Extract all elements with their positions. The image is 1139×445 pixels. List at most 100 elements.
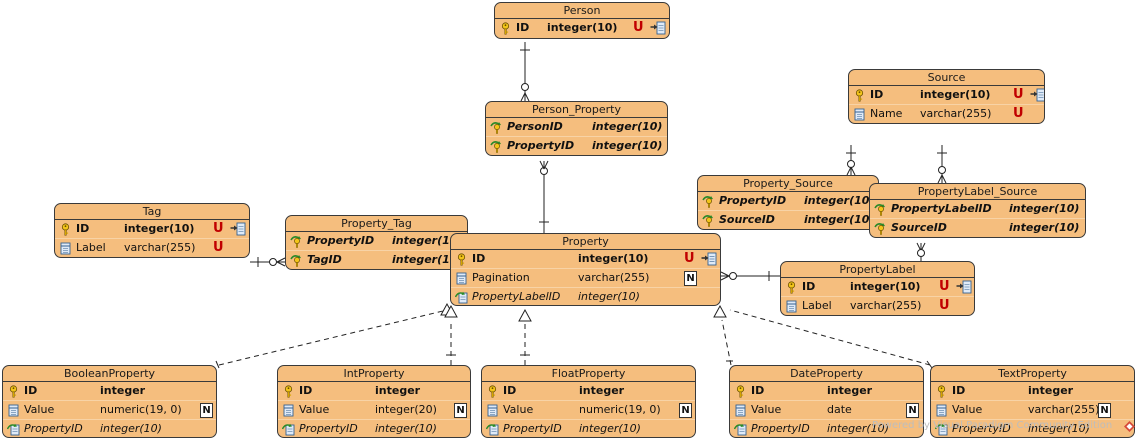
column-name: PropertyID <box>503 422 562 435</box>
column-icon <box>786 300 797 313</box>
relationship-line <box>539 160 545 170</box>
column-type: integer <box>1028 384 1074 397</box>
foreign-key-column-icon <box>7 423 20 436</box>
column-type: date <box>827 403 852 416</box>
column-type: varchar(255) <box>578 271 650 284</box>
foreign-key-column-icon <box>282 423 295 436</box>
nullable-badge: N <box>200 401 213 419</box>
relationship-line <box>543 160 549 170</box>
inheritance-arrow <box>518 308 532 322</box>
entity-title: Property_Source <box>698 176 878 192</box>
column-row[interactable]: ID integer <box>3 382 216 400</box>
column-type: numeric(19, 0) <box>100 403 182 416</box>
column-name: Label <box>802 299 832 312</box>
column-type: varchar(255) <box>850 299 922 312</box>
index-icon <box>650 21 666 35</box>
column-name: TagID <box>307 253 342 266</box>
column-row[interactable]: ID integer <box>730 382 923 400</box>
entity-title: PropertyLabel <box>781 262 974 278</box>
zero-marker <box>917 249 925 257</box>
column-row[interactable]: SourceID integer(10) <box>698 210 878 229</box>
relationship-line <box>276 261 286 267</box>
column-icon <box>936 404 947 417</box>
column-type: integer <box>100 384 146 397</box>
column-type: integer(10) <box>578 252 649 265</box>
relationship-line <box>276 257 286 263</box>
column-name: ID <box>751 384 765 397</box>
foreign-primary-key-icon <box>290 236 301 248</box>
column-name: Value <box>952 403 983 416</box>
column-icon <box>283 404 294 417</box>
primary-key-icon <box>855 89 864 102</box>
column-type: integer <box>827 384 873 397</box>
column-type: integer(10) <box>375 422 437 435</box>
column-name: SourceID <box>719 213 775 226</box>
entity-title: Person_Property <box>486 102 667 118</box>
column-type: integer(10) <box>804 213 875 226</box>
entity-title: FloatProperty <box>482 366 695 382</box>
entity-title: IntProperty <box>278 366 470 382</box>
column-type: integer(10) <box>1028 422 1090 435</box>
foreign-primary-key-icon <box>702 215 713 227</box>
column-name: ID <box>870 88 884 101</box>
column-type: integer(10) <box>920 88 991 101</box>
relationship-line <box>215 360 220 369</box>
index-icon <box>1030 88 1044 102</box>
nullable-badge: N <box>684 269 697 287</box>
column-name: ID <box>24 384 38 397</box>
relationship-line <box>720 275 730 281</box>
visual-paradigm-logo-icon <box>1124 421 1135 432</box>
primary-key-icon <box>501 22 510 35</box>
column-icon <box>854 108 865 121</box>
zero-marker <box>729 272 737 280</box>
column-type: integer(10) <box>827 422 889 435</box>
column-name: Label <box>76 241 106 254</box>
column-name: SourceID <box>891 221 947 234</box>
